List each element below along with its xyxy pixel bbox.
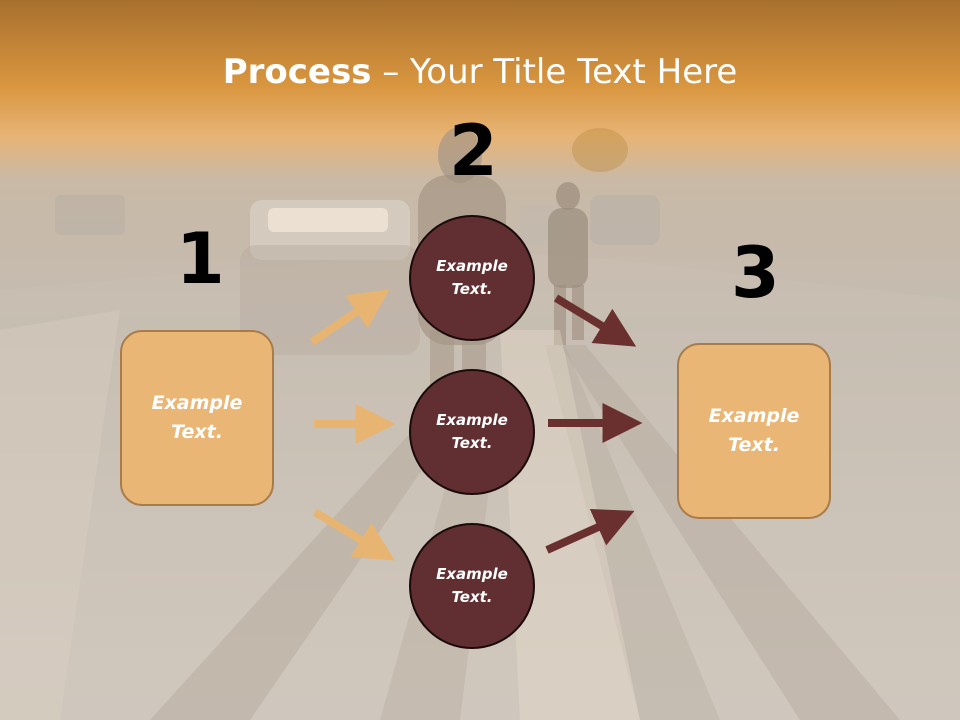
step-1-box-label: Example Text. — [151, 392, 243, 443]
arrow-left-up — [309, 289, 390, 346]
title-bold: Process — [222, 52, 372, 92]
arrow-left-down — [312, 508, 396, 561]
step-3-box-label: Example Text. — [708, 405, 800, 456]
circle-middle: Example Text. — [409, 369, 535, 495]
step-3-box: Example Text. — [677, 343, 831, 519]
slide-title: Process – Your Title Text Here — [0, 52, 960, 92]
step-1-box: Example Text. — [120, 330, 274, 506]
step-number-2: 2 — [449, 110, 498, 192]
title-rest: – Your Title Text Here — [371, 52, 738, 92]
circle-top: Example Text. — [409, 215, 535, 341]
step-number-1: 1 — [176, 218, 225, 300]
arrow-right-up — [545, 508, 635, 554]
step-number-3: 3 — [731, 232, 780, 314]
circle-top-label: Example Text. — [436, 257, 508, 298]
arrow-right-down — [553, 294, 637, 347]
circle-middle-label: Example Text. — [436, 411, 508, 452]
circle-bottom: Example Text. — [409, 523, 535, 649]
circle-bottom-label: Example Text. — [436, 565, 508, 606]
